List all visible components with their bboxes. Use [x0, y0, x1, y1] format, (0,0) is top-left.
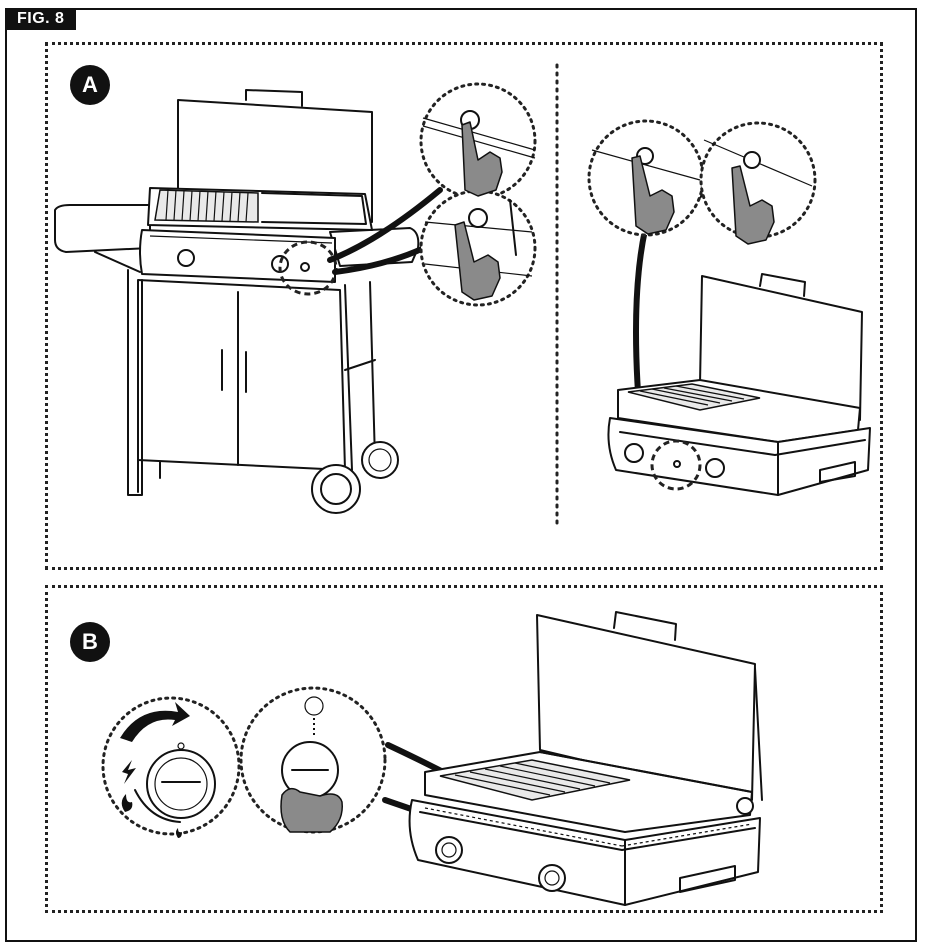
- figure-frame: [5, 8, 917, 942]
- hand-icon: [731, 165, 775, 245]
- spark-icon: [122, 760, 136, 784]
- panel-a: [45, 42, 883, 570]
- flame-icon: [176, 828, 182, 838]
- hand-icon: [631, 155, 675, 235]
- panel-a-badge: A: [70, 65, 110, 105]
- grill-grate: [154, 189, 259, 223]
- grill-grate: [439, 759, 631, 801]
- igniter-button-icon: [468, 208, 488, 228]
- igniter-button-icon: [743, 151, 761, 169]
- figure-label: FIG. 8: [5, 8, 77, 30]
- panel-b-badge: B: [70, 622, 110, 662]
- control-knob-icon: [146, 749, 216, 819]
- hand-icon: [454, 221, 501, 301]
- flame-icon: [121, 794, 133, 812]
- panel-b: [45, 585, 883, 913]
- hand-icon: [461, 121, 503, 197]
- rotate-arrow-icon: [120, 702, 190, 742]
- hand-icon: [280, 787, 343, 833]
